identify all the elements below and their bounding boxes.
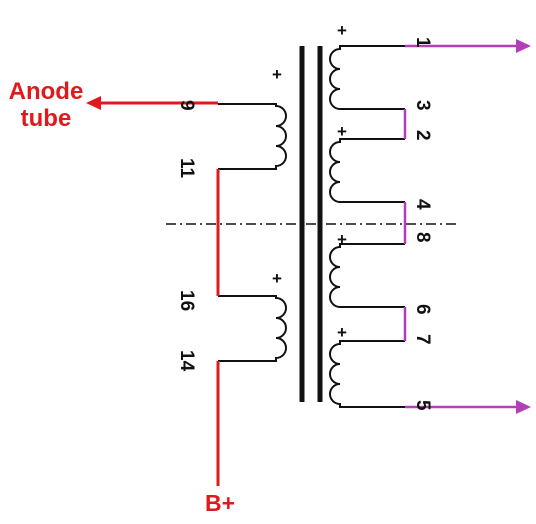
pin-label-2: 2 <box>412 130 433 141</box>
bplus-label: B+ <box>205 490 236 516</box>
anode-label-line1: Anode <box>8 78 84 105</box>
anode-label-line2: tube <box>20 105 72 132</box>
polarity-mark-sec-4: + <box>337 323 347 342</box>
polarity-mark-sec-1: + <box>337 21 347 40</box>
pin-label-6: 6 <box>412 304 433 315</box>
polarity-mark-sec-3: + <box>337 230 347 249</box>
pin-label-14: 14 <box>176 350 197 372</box>
pin-label-3: 3 <box>412 100 433 111</box>
polarity-mark-sec-2: + <box>337 122 347 141</box>
pin-label-8: 8 <box>412 232 433 243</box>
output-arrow-head-bottom <box>516 400 531 414</box>
pin-label-9: 9 <box>176 100 197 111</box>
pin-label-16: 16 <box>176 290 197 311</box>
secondary-winding-8-6 <box>329 243 405 308</box>
anode-tube-label: Anode tube <box>0 78 92 132</box>
output-arrow-head-top <box>516 39 531 53</box>
pin-label-4: 4 <box>412 199 433 210</box>
pin-label-1: 1 <box>412 37 433 48</box>
secondary-winding-2-4 <box>329 138 405 203</box>
anode-arrow-head <box>86 96 101 110</box>
primary-winding-upper <box>218 103 287 170</box>
secondary-winding-7-5 <box>329 340 405 408</box>
pin-label-7: 7 <box>412 334 433 345</box>
pin-label-11: 11 <box>176 158 197 179</box>
polarity-mark-primary-upper: + <box>272 65 282 84</box>
secondary-winding-1-3 <box>329 45 405 110</box>
pin-label-5: 5 <box>412 400 433 411</box>
primary-winding-lower <box>218 295 287 362</box>
polarity-mark-primary-lower: + <box>272 269 282 288</box>
